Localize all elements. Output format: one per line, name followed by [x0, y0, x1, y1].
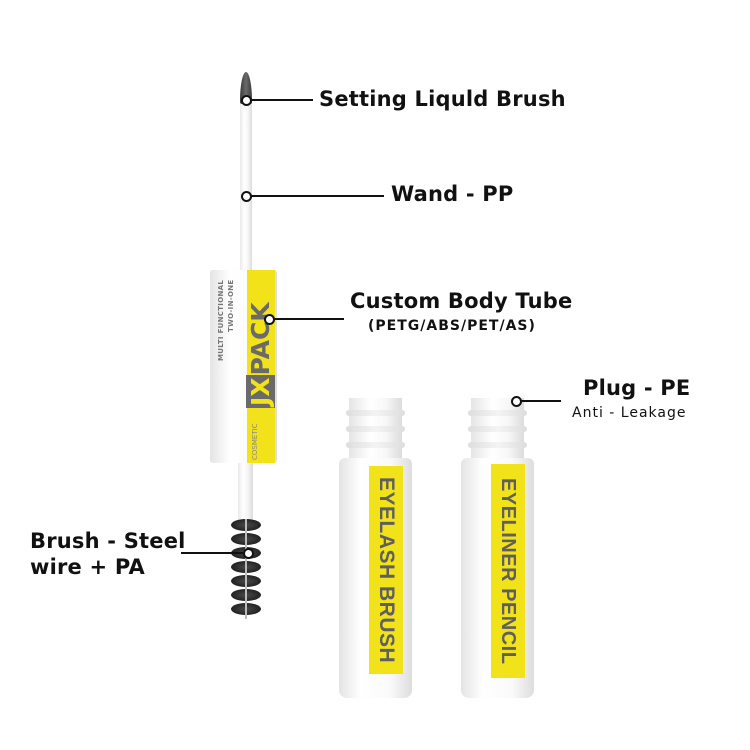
label-body-tube-materials: (PETG/ABS/PET/AS) [368, 318, 536, 334]
label-body-tube: Custom Body Tube [350, 289, 573, 313]
spiral-brush [228, 519, 264, 625]
tube-yellow-band [247, 270, 275, 463]
lower-wand [238, 463, 253, 525]
label-brush-line1: Brush - Steel [30, 529, 186, 553]
brand-name: PACK [246, 302, 275, 376]
label-plug-sub: Anti - Leakage [572, 405, 687, 421]
label-setting-brush: Setting Liquld Brush [319, 87, 566, 111]
upper-wand [240, 104, 252, 270]
bottle-body: EYELINER PENCIL [461, 458, 534, 698]
label-brush-line2: wire + PA [30, 555, 145, 579]
callout-dot [243, 548, 254, 559]
callout-line [181, 552, 243, 554]
bottle-label: EYELASH BRUSH [375, 476, 398, 664]
bottle-neck [346, 398, 405, 458]
label-plug: Plug - PE [583, 376, 691, 400]
tube-tagline: MULTI FUNCTIONAL TWO-IN-ONE [217, 280, 235, 362]
brand-sub: COSMETIC [251, 423, 259, 460]
bottle-label-band: EYELINER PENCIL [491, 464, 525, 678]
custom-body-tube: MULTI FUNCTIONAL TWO-IN-ONE JXPACK COSME… [210, 270, 277, 463]
eyeliner-pencil-bottle: EYELINER PENCIL [461, 398, 534, 698]
bottle-label: EYELINER PENCIL [497, 477, 519, 665]
callout-line [274, 318, 344, 320]
callout-line [521, 400, 561, 402]
brand-logo: JXPACK [246, 290, 275, 420]
steel-wire [245, 519, 247, 619]
bottle-neck [468, 398, 527, 458]
label-wand: Wand - PP [391, 182, 514, 206]
eyelash-brush-bottle: EYELASH BRUSH [339, 398, 412, 698]
bottle-body: EYELASH BRUSH [339, 458, 412, 698]
callout-line [251, 195, 384, 197]
brand-box: JX [246, 375, 275, 408]
bottle-label-band: EYELASH BRUSH [369, 466, 403, 674]
callout-line [251, 99, 313, 101]
